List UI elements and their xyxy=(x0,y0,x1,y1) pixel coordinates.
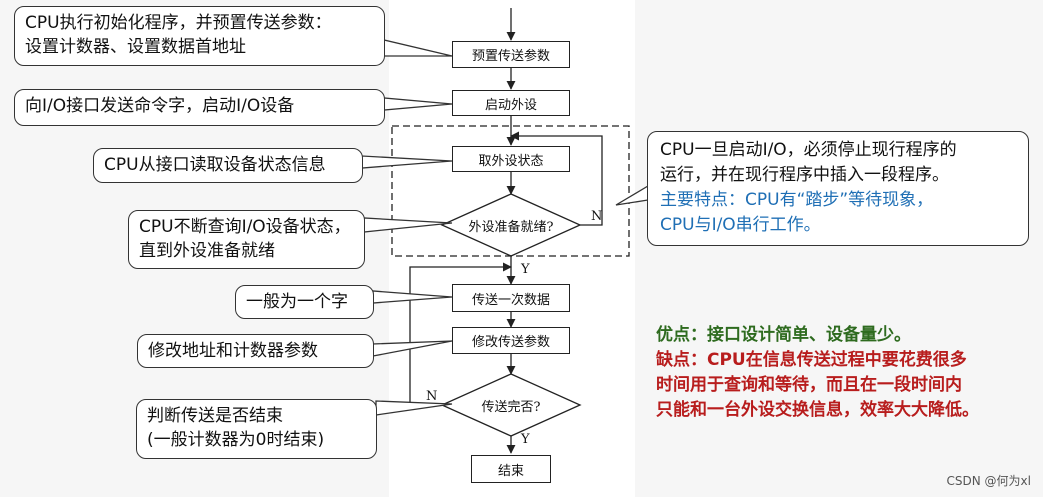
ready-yes-label: Y xyxy=(521,262,530,277)
box-get-status: 取外设状态 xyxy=(452,146,570,172)
box-modify-params-label: 修改传送参数 xyxy=(471,335,550,350)
pointer-modify xyxy=(372,340,453,357)
callout-send-cmd-text: 向I/O接口发送命令字，启动I/O设备 xyxy=(25,96,295,116)
callout-read-status-text: CPU从接口读取设备状态信息 xyxy=(104,155,326,175)
callout-modify-text: 修改地址和计数器参数 xyxy=(148,341,318,361)
pointer-one-word xyxy=(372,290,453,304)
box-send-once-label: 传送一次数据 xyxy=(471,292,550,308)
note-pro: 优点：接口设计简单、设备量少。 xyxy=(656,325,911,345)
ready-no-label: N xyxy=(591,209,603,224)
loop-ready-no xyxy=(510,131,603,226)
callout-modify: 修改地址和计数器参数 xyxy=(137,334,374,368)
pointer-init xyxy=(383,39,453,57)
callout-right-line1: CPU一旦启动I/O，必须停止现行程序的 xyxy=(660,140,957,160)
box-modify-params: 修改传送参数 xyxy=(452,327,570,354)
callout-poll-line2: 直到外设准备就绪 xyxy=(139,241,275,261)
note-con-line1: 缺点：CPU在信息传送过程中要花费很多 xyxy=(656,350,967,370)
transfer-done-label: 传送完否? xyxy=(481,400,541,415)
box-end: 结束 xyxy=(471,455,551,483)
callout-right-feature2: CPU与I/O串行工作。 xyxy=(660,215,821,235)
pointer-read-status xyxy=(361,155,453,169)
box-preset-params-label: 预置传送参数 xyxy=(471,49,550,64)
box-preset-params: 预置传送参数 xyxy=(452,41,570,68)
callout-read-status: CPU从接口读取设备状态信息 xyxy=(93,148,363,183)
box-send-once: 传送一次数据 xyxy=(452,284,570,312)
callout-send-cmd: 向I/O接口发送命令字，启动I/O设备 xyxy=(14,89,385,126)
diamond-transfer-done xyxy=(440,373,582,437)
box-start-device: 启动外设 xyxy=(452,90,570,116)
dashed-loop-region xyxy=(391,125,630,257)
callout-poll: CPU不断查询I/O设备状态， 直到外设准备就绪 xyxy=(128,210,365,269)
callout-judge-line2: (一般计数器为0时结束) xyxy=(147,430,325,450)
box-get-status-label: 取外设状态 xyxy=(478,153,544,169)
callout-one-word: 一般为一个字 xyxy=(235,285,374,319)
device-ready-label: 外设准备就绪? xyxy=(468,220,554,235)
note-con-line2: 时间用于查询和等待，而且在一段时间内 xyxy=(656,375,962,395)
done-yes-label: Y xyxy=(521,432,530,447)
done-no-label: N xyxy=(426,389,438,404)
pointer-poll xyxy=(363,217,453,233)
callout-judge: 判断传送是否结束 (一般计数器为0时结束) xyxy=(136,399,377,459)
callout-right-line2: 运行，并在现行程序中插入一段程序。 xyxy=(660,165,949,185)
box-end-label: 结束 xyxy=(497,463,524,479)
callout-init-line1: CPU执行初始化程序，并预置传送参数： xyxy=(25,13,332,33)
note-con-line3: 只能和一台外设交换信息，效率大大降低。 xyxy=(656,400,979,420)
callout-init: CPU执行初始化程序，并预置传送参数： 设置计数器、设置数据首地址 xyxy=(14,6,385,66)
pointer-right xyxy=(615,184,649,206)
watermark: CSDN @何为xl xyxy=(946,474,1031,488)
pointer-send-cmd xyxy=(383,97,453,111)
callout-right-feature1: 主要特点：CPU有“踏步”等待现象， xyxy=(660,190,934,210)
callout-init-line2: 设置计数器、设置数据首地址 xyxy=(25,37,246,57)
callout-one-word-text: 一般为一个字 xyxy=(246,292,348,312)
callout-right: CPU一旦启动I/O，必须停止现行程序的 运行，并在现行程序中插入一段程序。 主… xyxy=(647,131,1029,246)
callout-judge-line1: 判断传送是否结束 xyxy=(147,406,283,426)
box-start-device-label: 启动外设 xyxy=(484,97,537,113)
pointer-judge xyxy=(375,400,453,416)
callout-poll-line1: CPU不断查询I/O设备状态， xyxy=(139,217,351,237)
